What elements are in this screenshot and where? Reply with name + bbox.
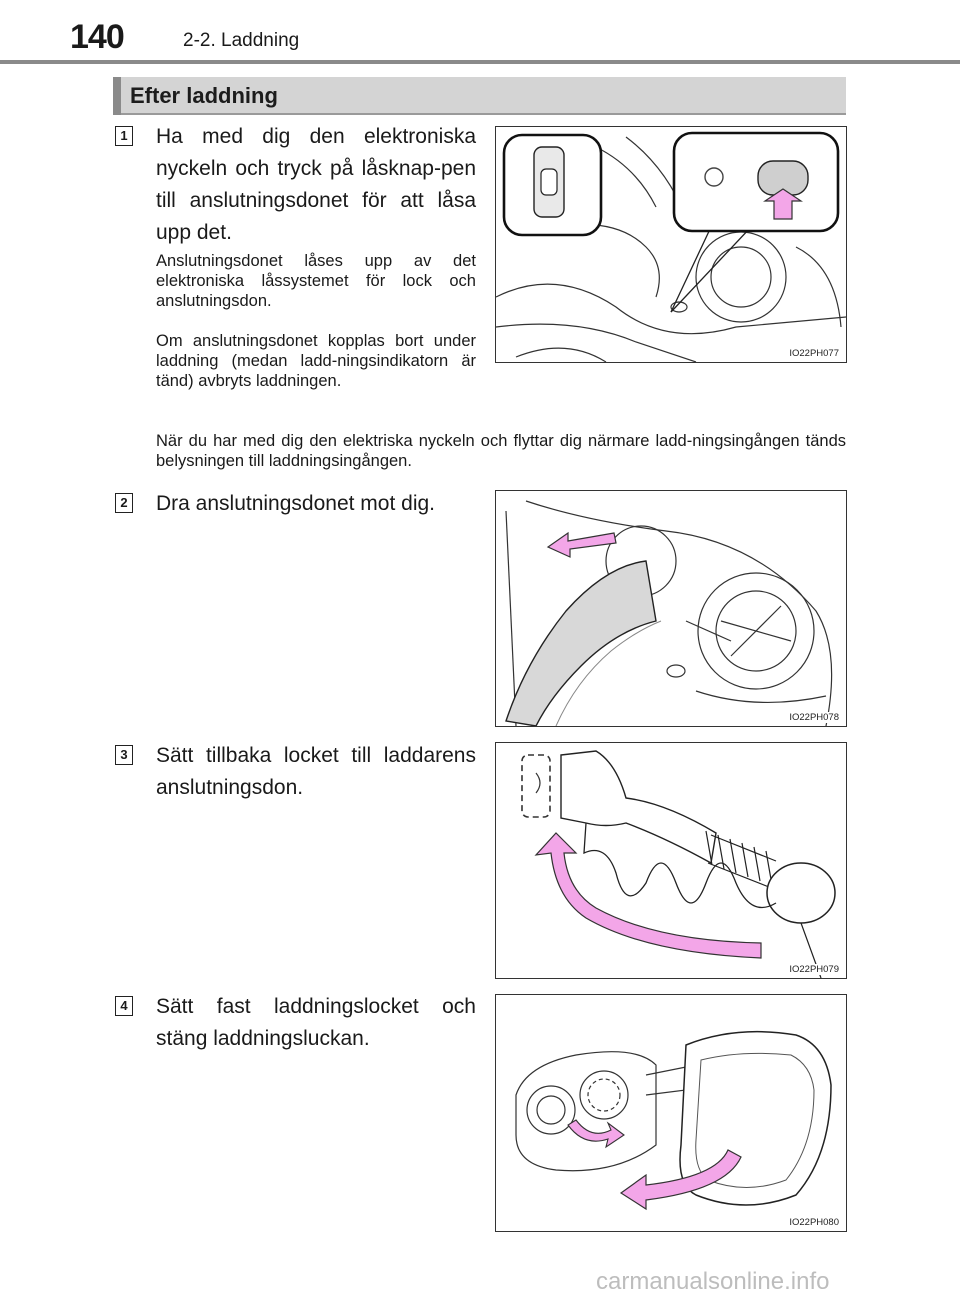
page-number: 140 bbox=[70, 18, 125, 56]
step-4-title: Sätt fast laddningslocket och stäng ladd… bbox=[156, 995, 476, 1050]
figure-step-2: IO22PH078 bbox=[495, 490, 847, 727]
figure-label-1: IO22PH077 bbox=[788, 348, 840, 359]
section-title: 2-2. Laddning bbox=[183, 30, 300, 51]
step-3-title: Sätt tillbaka locket till laddarens ansl… bbox=[156, 744, 476, 799]
step-1-wide-note: När du har med dig den elektriska nyckel… bbox=[156, 432, 846, 470]
banner-title: Efter laddning bbox=[130, 83, 278, 108]
step-1-note-2: Om anslutningsdonet kopplas bort under l… bbox=[156, 332, 476, 390]
figure-step-3: IO22PH079 bbox=[495, 742, 847, 979]
step-1-note-1: Anslutningsdonet låses upp av det elektr… bbox=[156, 252, 476, 310]
figure-label-2: IO22PH078 bbox=[788, 712, 840, 723]
pull-connector-illustration bbox=[505, 500, 833, 726]
figure-step-4: IO22PH080 bbox=[495, 994, 847, 1232]
close-lid-illustration bbox=[515, 1030, 832, 1211]
section-banner: Efter laddning bbox=[113, 77, 846, 115]
step-1-title: Ha med dig den elektroniska nyckeln och … bbox=[156, 125, 476, 244]
unlock-button-illustration bbox=[496, 131, 846, 362]
step-badge-3: 3 bbox=[115, 745, 133, 765]
replace-cap-illustration bbox=[521, 750, 836, 978]
step-badge-1: 1 bbox=[115, 126, 133, 146]
step-badge-2: 2 bbox=[115, 493, 133, 513]
step-2-title: Dra anslutningsdonet mot dig. bbox=[156, 492, 435, 515]
header-divider bbox=[0, 60, 960, 64]
figure-label-4: IO22PH080 bbox=[788, 1217, 840, 1228]
watermark: carmanualsonline.info bbox=[596, 1268, 830, 1295]
figure-label-3: IO22PH079 bbox=[788, 964, 840, 975]
banner-accent-bar bbox=[113, 77, 121, 115]
figure-step-1: IO22PH077 bbox=[495, 126, 847, 363]
step-badge-4: 4 bbox=[115, 996, 133, 1016]
